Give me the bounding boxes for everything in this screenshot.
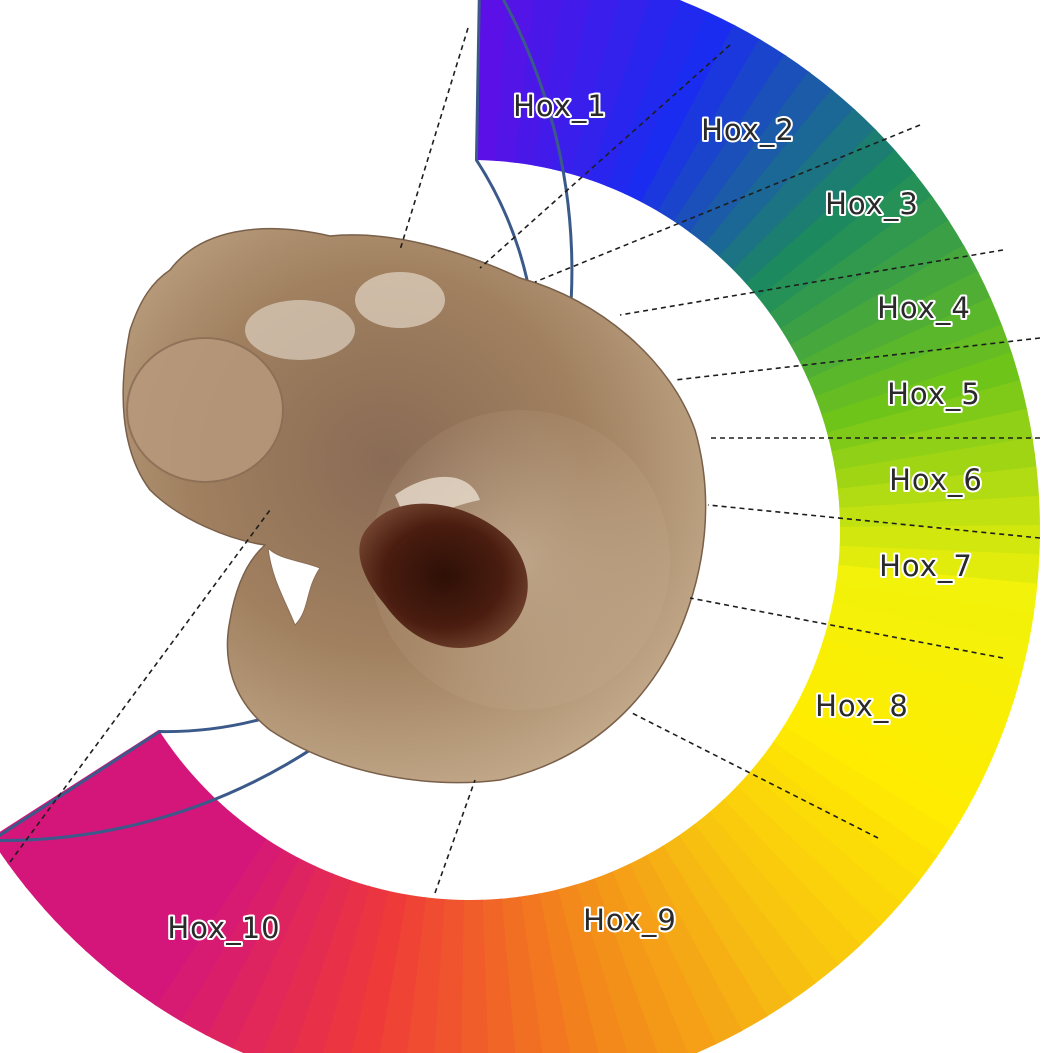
hox-label-3: Hox_3 — [825, 187, 919, 221]
embryo-image — [123, 229, 706, 783]
boundary-line — [400, 28, 468, 250]
hox-label-4: Hox_4 — [877, 291, 971, 325]
hox-label-2: Hox_2 — [701, 113, 795, 147]
hox-label-5: Hox_5 — [887, 377, 981, 411]
hox-label-9: Hox_9 — [583, 903, 677, 937]
hox-label-6: Hox_6 — [889, 463, 983, 497]
hox-label-1: Hox_1 — [513, 89, 607, 123]
hox-label-8: Hox_8 — [815, 689, 909, 723]
embryo-eye-region — [127, 338, 283, 482]
boundary-line — [435, 780, 475, 893]
embryo-brain-highlight — [245, 300, 355, 360]
embryo-brain-highlight-2 — [355, 272, 445, 328]
hox-label-10: Hox_10 — [167, 911, 280, 945]
hox-label-7: Hox_7 — [879, 549, 973, 583]
